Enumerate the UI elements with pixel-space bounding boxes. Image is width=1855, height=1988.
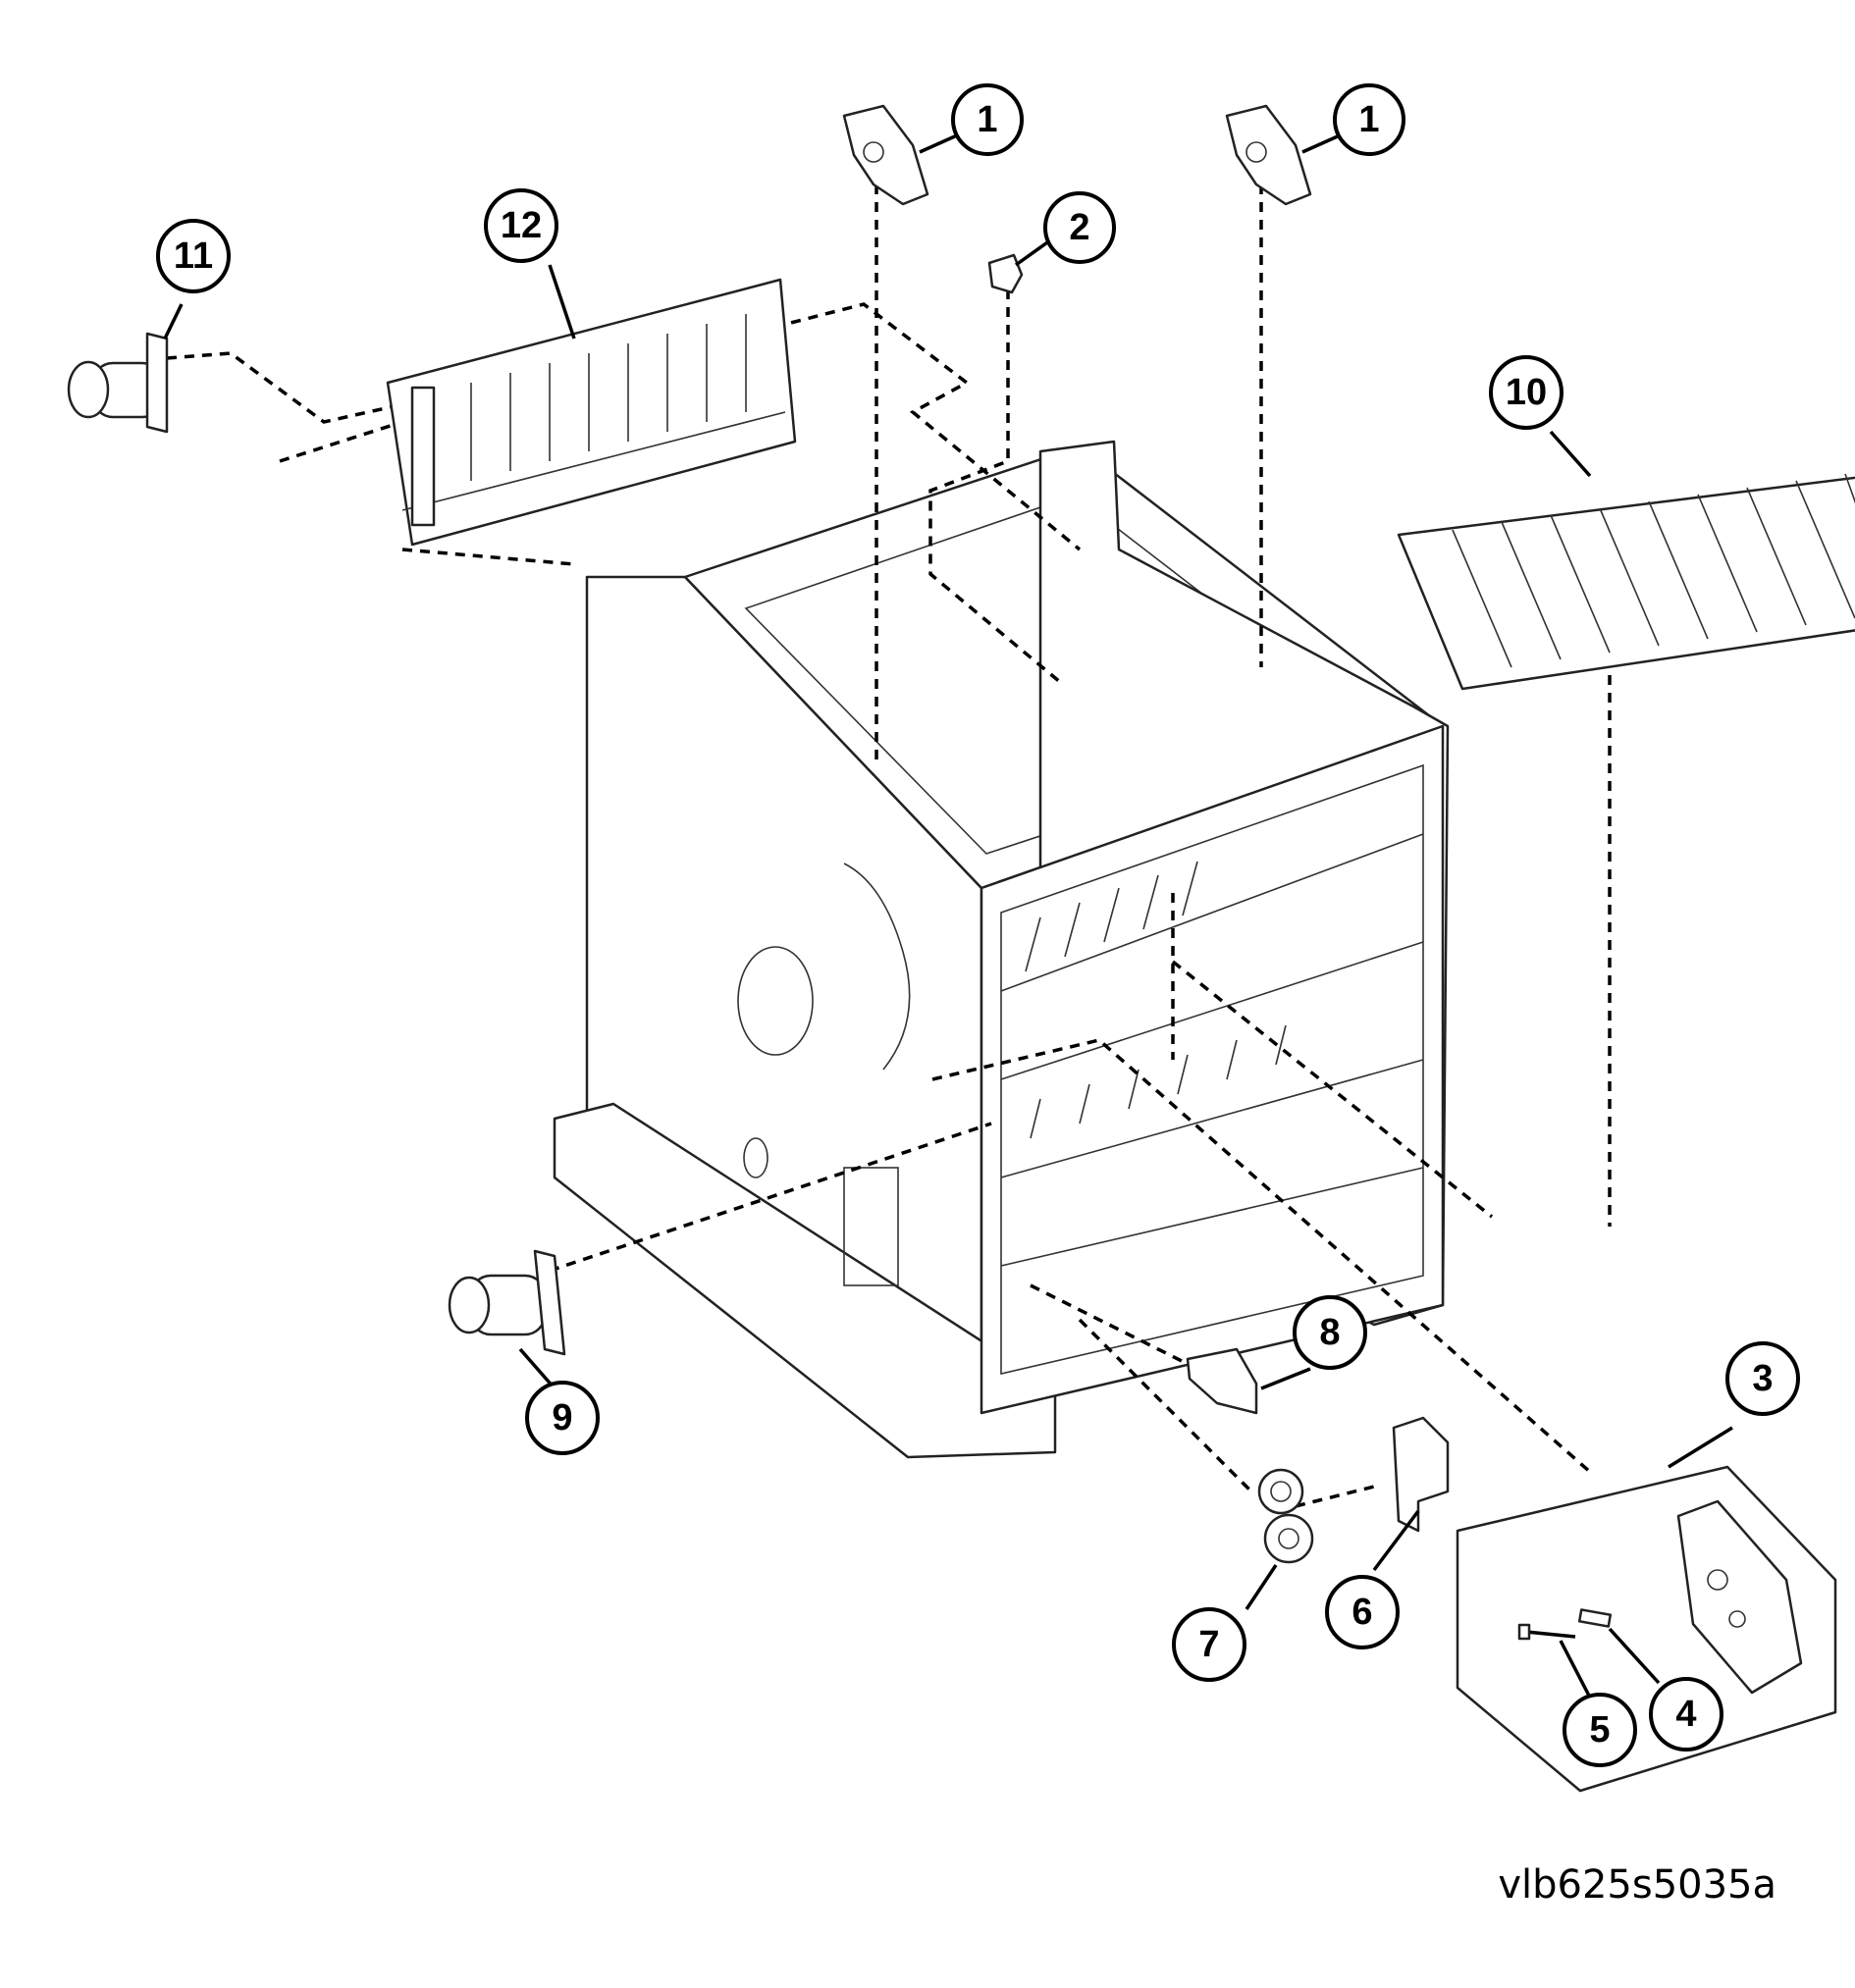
callout-9: 9 — [525, 1381, 600, 1455]
part-11-motor — [67, 332, 169, 434]
callout-5: 5 — [1563, 1693, 1637, 1767]
callout-label: 10 — [1506, 372, 1547, 413]
callout-2: 2 — [1043, 191, 1116, 264]
callout-label: 8 — [1319, 1312, 1340, 1353]
callout-7: 7 — [1172, 1607, 1246, 1682]
part-9-motor — [448, 1249, 566, 1356]
callout-label: 12 — [501, 205, 542, 246]
callout-label: 1 — [1358, 99, 1379, 140]
part-6-holder — [1392, 1416, 1450, 1533]
part-5-pin — [1517, 1623, 1576, 1641]
callout-12: 12 — [484, 188, 558, 263]
callout-label: 7 — [1198, 1624, 1219, 1665]
part-1-bracket-left — [842, 104, 929, 206]
callout-label: 1 — [977, 99, 997, 140]
figure-id: vlb625s5035a — [1498, 1862, 1776, 1908]
callout-label: 5 — [1589, 1709, 1610, 1751]
callout-8: 8 — [1293, 1295, 1367, 1370]
callout-3: 3 — [1725, 1341, 1800, 1416]
part-10-guide — [1397, 473, 1855, 691]
callout-label: 11 — [174, 235, 213, 277]
callout-label: 6 — [1352, 1592, 1372, 1633]
callout-1b: 1 — [1333, 83, 1405, 156]
callout-6: 6 — [1325, 1575, 1400, 1649]
leader-lines — [163, 133, 1733, 1699]
part-8-bracket — [1186, 1347, 1258, 1415]
callout-11: 11 — [156, 219, 231, 293]
callout-1a: 1 — [951, 83, 1024, 156]
callout-4: 4 — [1649, 1677, 1723, 1752]
assembly-lines — [166, 184, 1612, 1508]
callout-label: 2 — [1069, 207, 1089, 248]
part-3-drive-assembly — [1676, 1499, 1803, 1695]
part-7-gears — [1257, 1468, 1314, 1564]
part-2-clip — [987, 253, 1024, 294]
callout-label: 3 — [1752, 1358, 1773, 1399]
part-1-bracket-right — [1225, 104, 1312, 206]
callout-label: 9 — [552, 1397, 572, 1439]
part-4-spring — [1577, 1608, 1613, 1628]
callout-10: 10 — [1489, 355, 1564, 430]
part-12-roller-assembly — [386, 278, 797, 547]
callout-label: 4 — [1675, 1694, 1696, 1735]
